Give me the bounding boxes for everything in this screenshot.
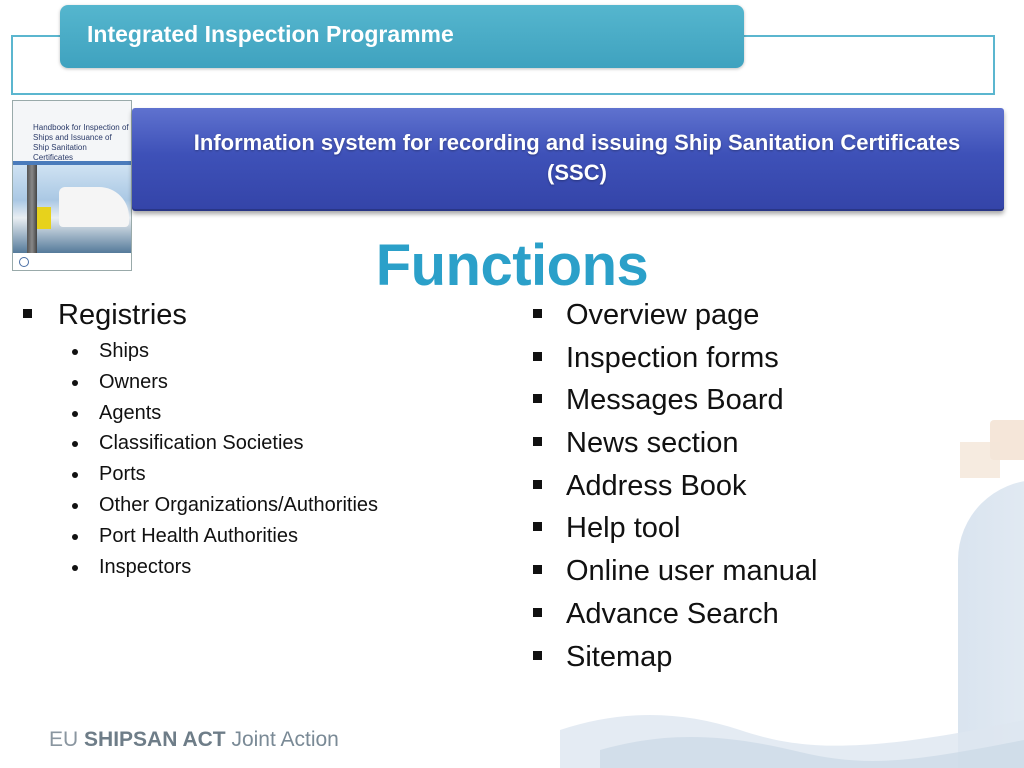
- list-item-label: Help tool: [566, 512, 681, 545]
- list-item: Ports: [20, 459, 490, 490]
- program-tab: Integrated Inspection Programme: [60, 5, 744, 68]
- list-item: Other Organizations/Authorities: [20, 490, 490, 521]
- list-item-label: Sitemap: [566, 640, 673, 673]
- list-item-registries: Registries: [20, 296, 490, 334]
- wave-icon: [560, 715, 1024, 768]
- book-color-bar: [13, 161, 131, 165]
- registries-sublist: Ships Owners Agents Classification Socie…: [20, 336, 490, 582]
- list-item: Ships: [20, 336, 490, 367]
- square-bullet-icon: [533, 650, 542, 660]
- ship-hull-shape: [958, 480, 1024, 768]
- footer-brand: SHIPSAN ACT: [84, 728, 226, 751]
- list-item-label: Port Health Authorities: [99, 524, 298, 547]
- list-item: Address Book: [530, 467, 990, 510]
- bullet-icon: [72, 502, 78, 509]
- square-bullet-icon: [533, 309, 542, 318]
- list-item: Owners: [20, 367, 490, 398]
- banner-text: Information system for recording and iss…: [193, 130, 961, 185]
- list-heading: Registries: [58, 299, 187, 331]
- list-item-label: Online user manual: [566, 555, 818, 588]
- list-item-label: Address Book: [566, 469, 747, 502]
- list-item-label: Ships: [99, 340, 150, 362]
- bullet-icon: [72, 472, 78, 479]
- list-item-label: Classification Societies: [99, 432, 304, 455]
- list-item: Classification Societies: [20, 428, 490, 459]
- ship-watermark-image: [930, 420, 1024, 768]
- square-bullet-icon: [533, 479, 542, 489]
- list-item-label: Inspection forms: [566, 341, 779, 374]
- bullet-icon: [72, 379, 78, 386]
- footer-suffix: Joint Action: [231, 728, 339, 751]
- list-item: Advance Search: [530, 595, 990, 638]
- bullet-icon: [72, 349, 78, 355]
- bullet-icon: [72, 441, 78, 448]
- footer-logo: EU SHIPSAN ACT Joint Action: [49, 728, 339, 752]
- list-item: Overview page: [530, 296, 990, 339]
- list-item: Sitemap: [530, 638, 990, 681]
- list-item-label: Ports: [99, 463, 146, 486]
- system-banner: Information system for recording and iss…: [132, 108, 1004, 211]
- flag-shape: [37, 207, 51, 229]
- book-title: Handbook for Inspection of Ships and Iss…: [33, 123, 129, 162]
- list-item: Inspection forms: [530, 339, 990, 382]
- list-item: Agents: [20, 398, 490, 429]
- page-title: Functions: [375, 233, 649, 298]
- ship-photo: [13, 165, 131, 253]
- program-title: Integrated Inspection Programme: [87, 21, 454, 47]
- list-item-label: Owners: [99, 370, 168, 393]
- handbook-cover-image: Handbook for Inspection of Ships and Iss…: [12, 100, 132, 271]
- footer-eu: EU: [49, 728, 79, 751]
- list-item: Port Health Authorities: [20, 521, 490, 552]
- book-footer: [13, 253, 131, 270]
- who-logo-icon: [19, 257, 29, 267]
- list-item-label: Advance Search: [566, 597, 779, 630]
- square-bullet-icon: [533, 565, 542, 575]
- list-item-label: Overview page: [566, 299, 760, 331]
- registries-list: Registries Ships Owners Agents Classific…: [20, 296, 490, 582]
- list-item-label: Agents: [99, 401, 162, 424]
- square-bullet-icon: [533, 522, 542, 532]
- square-bullet-icon: [23, 309, 32, 318]
- mast-shape: [27, 165, 37, 253]
- list-item-label: Inspectors: [99, 555, 192, 578]
- list-item-label: Messages Board: [566, 384, 784, 417]
- square-bullet-icon: [533, 437, 542, 447]
- square-bullet-icon: [533, 607, 542, 617]
- list-item: Online user manual: [530, 552, 990, 595]
- wave-decoration: [560, 700, 1024, 768]
- ship-funnel-shape: [960, 442, 1000, 478]
- list-item: Inspectors: [20, 552, 490, 583]
- bullet-icon: [72, 410, 78, 417]
- list-item-label: News section: [566, 427, 739, 460]
- functions-list: Overview page Inspection forms Messages …: [530, 296, 990, 680]
- cruise-ship-shape: [59, 187, 129, 227]
- list-item: Help tool: [530, 509, 990, 552]
- bullet-icon: [72, 533, 78, 540]
- list-item: Messages Board: [530, 381, 990, 424]
- bullet-icon: [72, 564, 78, 571]
- square-bullet-icon: [533, 351, 542, 361]
- square-bullet-icon: [533, 394, 542, 404]
- list-item: News section: [530, 424, 990, 467]
- list-item-label: Other Organizations/Authorities: [99, 493, 379, 516]
